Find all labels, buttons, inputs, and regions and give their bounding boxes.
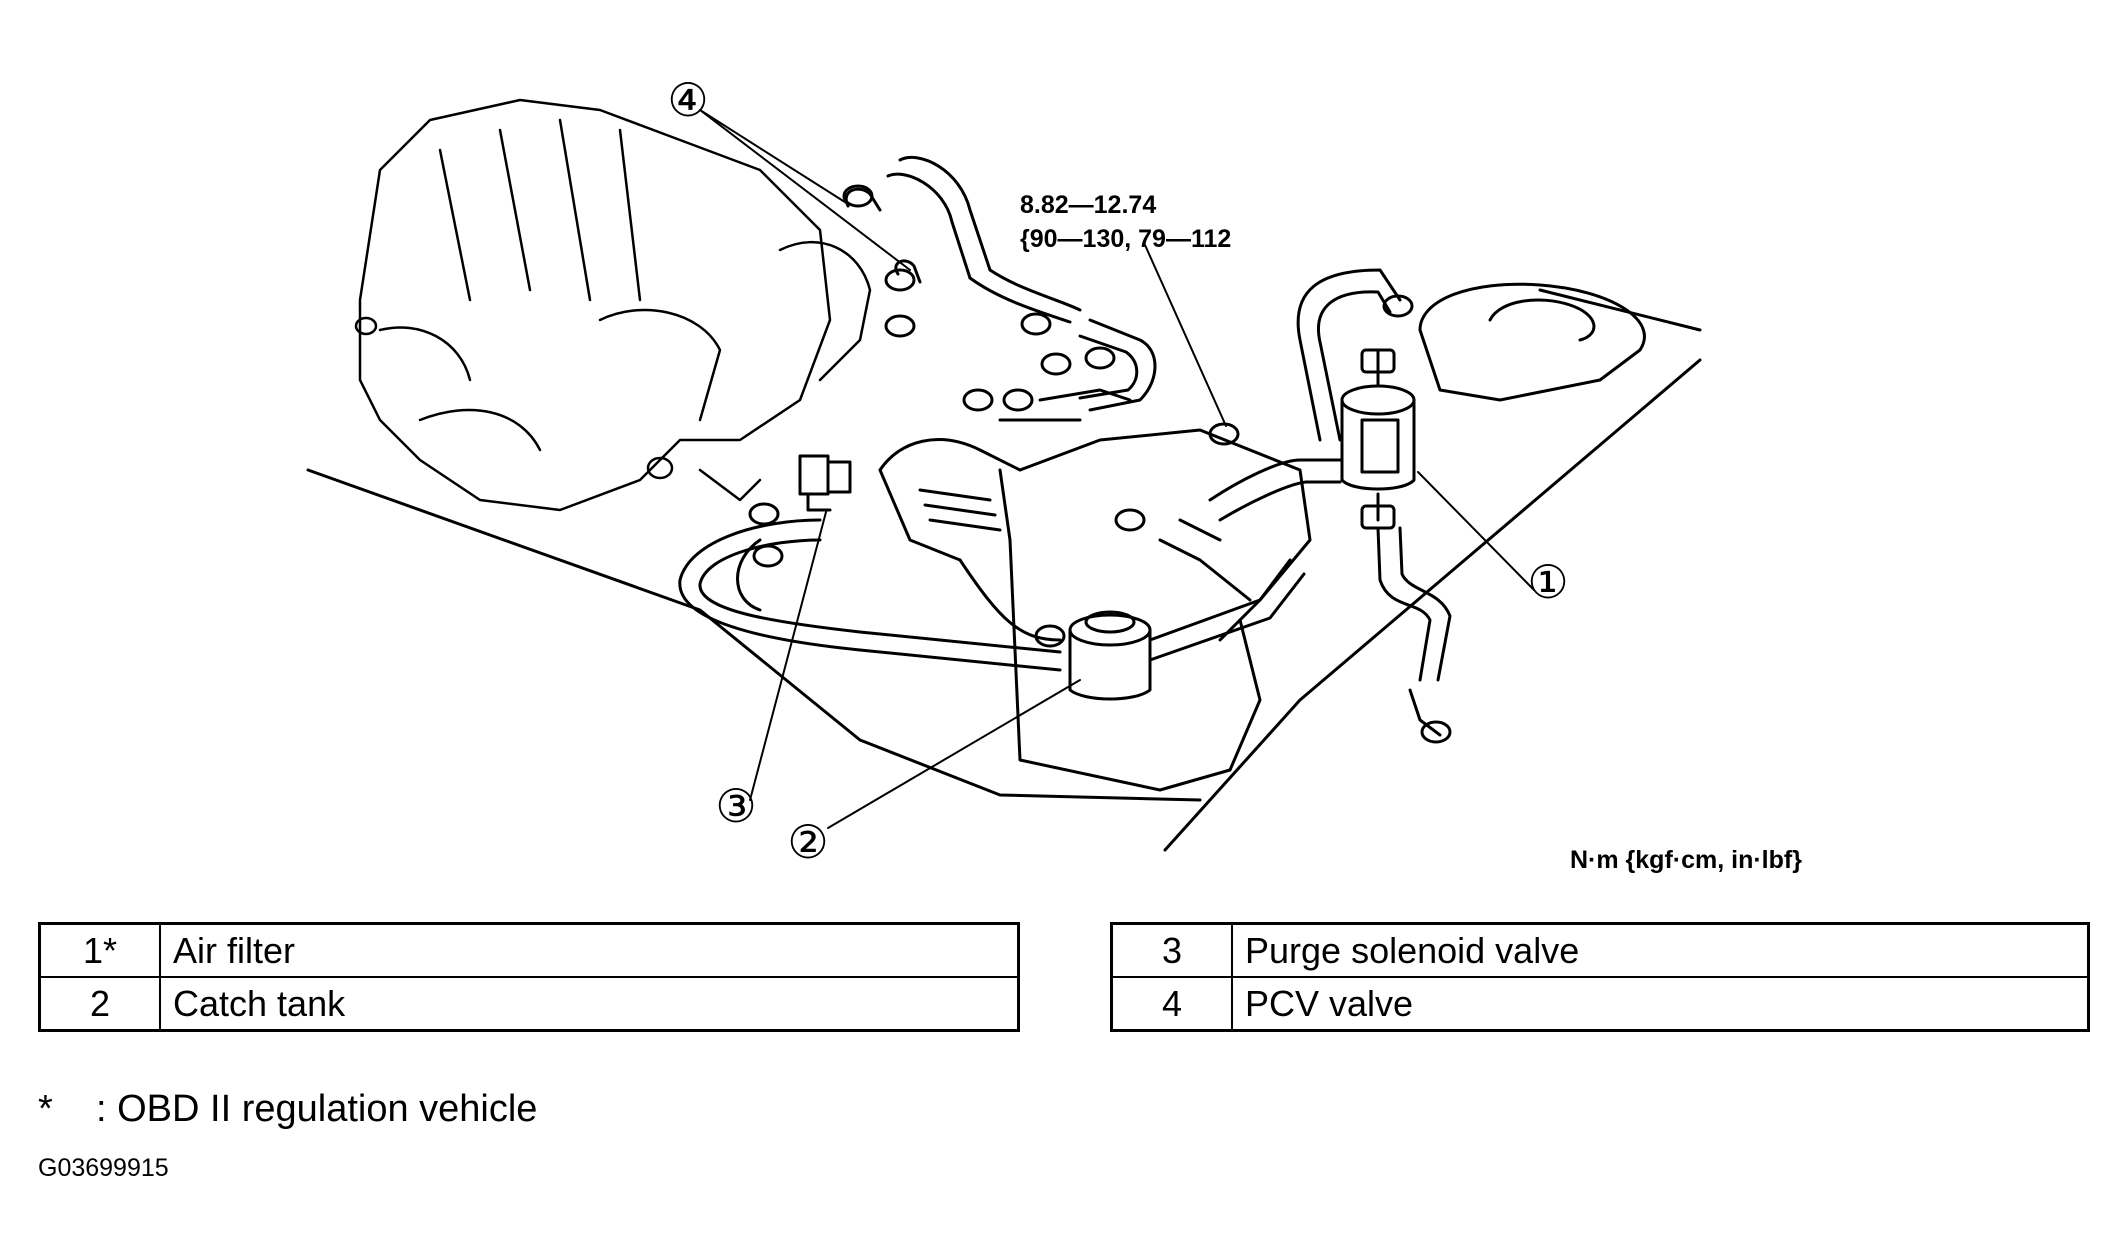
- legend-name: Air filter: [159, 922, 1020, 978]
- legend-name: Purge solenoid valve: [1231, 922, 2090, 978]
- purge-solenoid-valve: [798, 454, 852, 512]
- torque-spec-nm: 8.82—12.74: [1020, 191, 1157, 219]
- callout-2: ②: [787, 815, 828, 869]
- legend-number: 3: [1110, 922, 1233, 978]
- air-filter: [1340, 348, 1416, 530]
- legend-number: 4: [1110, 976, 1233, 1032]
- air-cleaner-housing: [1418, 282, 1646, 402]
- pcv-valve-bodies: [844, 187, 922, 284]
- callout-3: ③: [715, 779, 756, 833]
- units-note: N·m {kgf·cm, in·lbf}: [1570, 846, 1802, 874]
- legend-table-right: 3 Purge solenoid valve 4 PCV valve: [1110, 922, 2090, 1032]
- torque-spec: 8.82—12.74 {90—130, 79—112: [1020, 188, 1231, 256]
- catch-tank: [1068, 610, 1152, 701]
- callout-4: ④: [667, 73, 708, 127]
- callout-1: ①: [1527, 555, 1568, 609]
- footnote-symbol: *: [38, 1088, 53, 1130]
- table-row: 1* Air filter: [38, 922, 1020, 978]
- legend-number: 1*: [38, 922, 161, 978]
- air-intake-duct: [878, 428, 1312, 792]
- hose-clamps: [748, 184, 1452, 744]
- legend-name: PCV valve: [1231, 976, 2090, 1032]
- legend-name: Catch tank: [159, 976, 1020, 1032]
- figure-id: G03699915: [38, 1154, 169, 1182]
- intake-manifold-outline: [354, 98, 872, 512]
- footnote-text: : OBD II regulation vehicle: [96, 1088, 538, 1130]
- legend-table-left: 1* Air filter 2 Catch tank: [38, 922, 1020, 1032]
- table-row: 4 PCV valve: [1110, 976, 2090, 1032]
- engine-vacuum-hose-diagram: ① ② ③ ④: [306, 73, 1702, 869]
- footnote: * : OBD II regulation vehicle: [38, 1088, 537, 1131]
- vehicle-body-outline: [306, 288, 1702, 852]
- torque-spec-kgf: {90—130, 79—112: [1020, 225, 1232, 253]
- table-row: 3 Purge solenoid valve: [1110, 922, 2090, 978]
- leader-lines: [699, 109, 1535, 829]
- legend-number: 2: [38, 976, 161, 1032]
- table-row: 2 Catch tank: [38, 976, 1020, 1032]
